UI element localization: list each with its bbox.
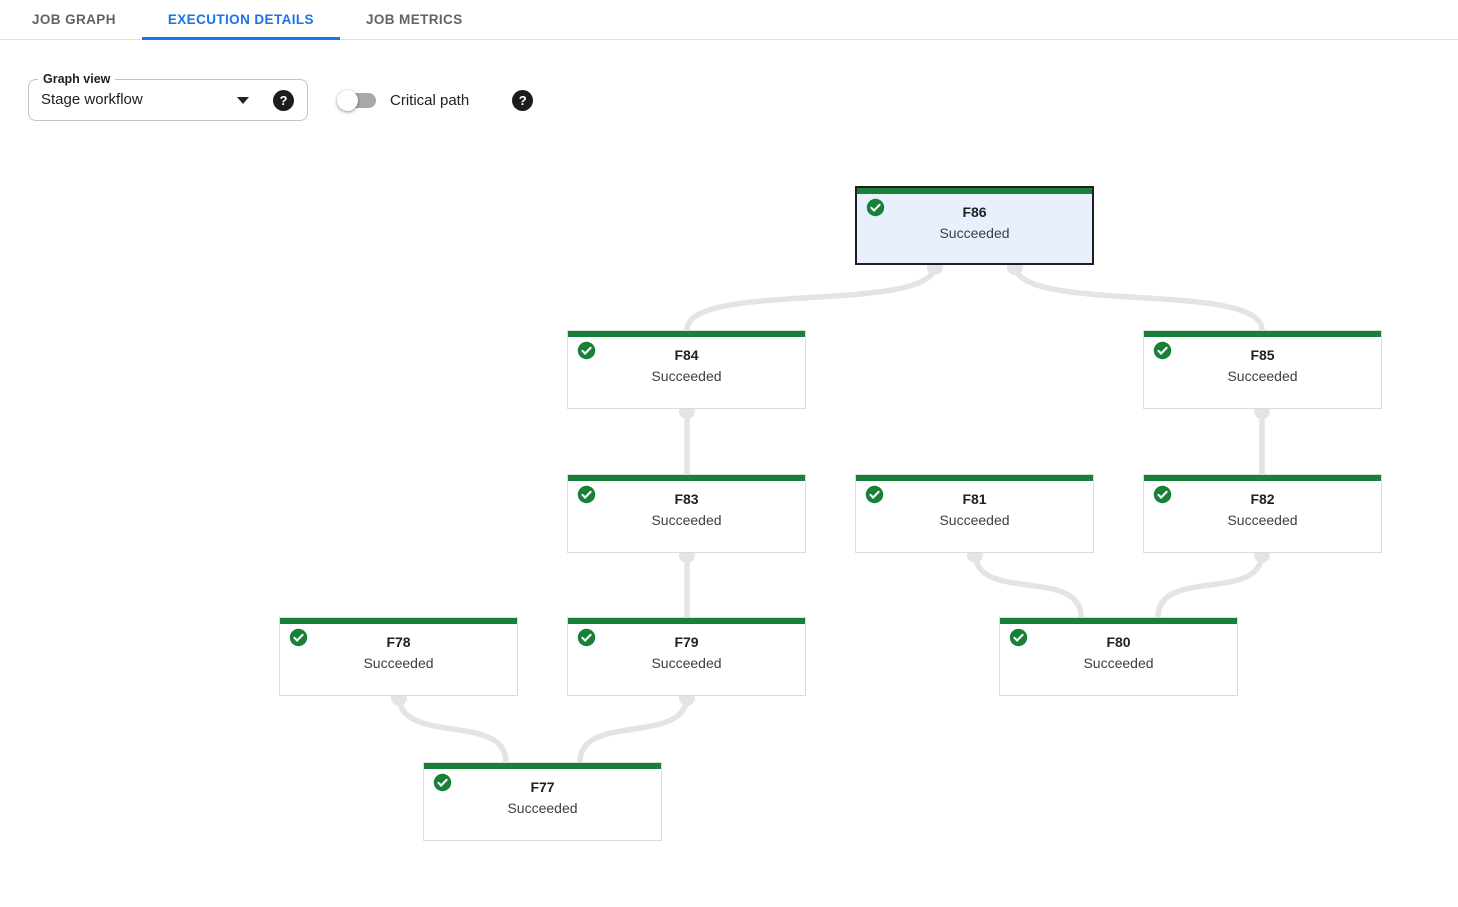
edge-F86-F85: [1012, 262, 1265, 333]
stage-status: Succeeded: [1227, 368, 1298, 384]
stage-name: F83: [674, 491, 699, 507]
graph-view-label: Graph view: [38, 71, 116, 87]
edge-F79-F77: [577, 693, 690, 765]
stage-name: F80: [1106, 634, 1131, 650]
stage-name: F82: [1250, 491, 1275, 507]
check-circle-icon: [289, 628, 308, 647]
stage-name: F81: [962, 491, 987, 507]
check-circle-icon: [1009, 628, 1028, 647]
critical-path-control: Critical path ?: [332, 89, 534, 111]
status-bar: [568, 618, 805, 624]
stage-status: Succeeded: [1227, 512, 1298, 528]
tab-bar: JOB GRAPH EXECUTION DETAILS JOB METRICS: [0, 0, 1458, 40]
stage-name: F77: [530, 779, 555, 795]
stage-name: F85: [1250, 347, 1275, 363]
edge-F82-F80: [1155, 550, 1265, 620]
status-bar: [1144, 331, 1381, 337]
graph-view-help-icon[interactable]: ?: [273, 90, 294, 111]
stage-status: Succeeded: [1083, 655, 1154, 671]
stage-name: F84: [674, 347, 699, 363]
toggle-knob: [337, 89, 358, 111]
stage-status: Succeeded: [939, 225, 1010, 241]
stage-name: F86: [962, 204, 987, 220]
stage-status: Succeeded: [651, 368, 722, 384]
critical-path-label: Critical path: [390, 91, 470, 109]
graph-toolbar: Graph view Stage workflow ? Critical pat…: [28, 71, 1458, 121]
graph-view-value: Stage workflow: [41, 91, 143, 108]
tab-job-metrics[interactable]: JOB METRICS: [365, 12, 463, 27]
stage-status: Succeeded: [363, 655, 434, 671]
status-bar: [1144, 475, 1381, 481]
status-bar: [568, 331, 805, 337]
check-circle-icon: [865, 485, 884, 504]
edge-F86-F84: [684, 262, 938, 333]
status-bar: [424, 763, 661, 769]
stage-status: Succeeded: [651, 512, 722, 528]
status-bar: [856, 475, 1093, 481]
stage-name: F79: [674, 634, 699, 650]
status-bar: [280, 618, 517, 624]
check-circle-icon: [1153, 485, 1172, 504]
status-bar: [857, 188, 1092, 194]
stage-status: Succeeded: [651, 655, 722, 671]
dropdown-caret-icon[interactable]: [237, 97, 249, 104]
tab-execution-details[interactable]: EXECUTION DETAILS: [141, 0, 340, 40]
check-circle-icon: [577, 485, 596, 504]
status-bar: [568, 475, 805, 481]
status-bar: [1000, 618, 1237, 624]
critical-path-help-icon[interactable]: ?: [512, 89, 534, 111]
graph-view-select[interactable]: Graph view Stage workflow ?: [28, 71, 308, 121]
check-circle-icon: [866, 198, 885, 217]
edge-F78-F77: [396, 693, 509, 765]
check-circle-icon: [433, 773, 452, 792]
stage-status: Succeeded: [507, 800, 578, 816]
check-circle-icon: [577, 628, 596, 647]
check-circle-icon: [577, 341, 596, 360]
check-circle-icon: [1153, 341, 1172, 360]
stage-status: Succeeded: [939, 512, 1010, 528]
tab-job-graph[interactable]: JOB GRAPH: [32, 12, 116, 27]
edge-F81-F80: [972, 550, 1084, 620]
critical-path-toggle[interactable]: [337, 89, 376, 111]
stage-name: F78: [386, 634, 411, 650]
